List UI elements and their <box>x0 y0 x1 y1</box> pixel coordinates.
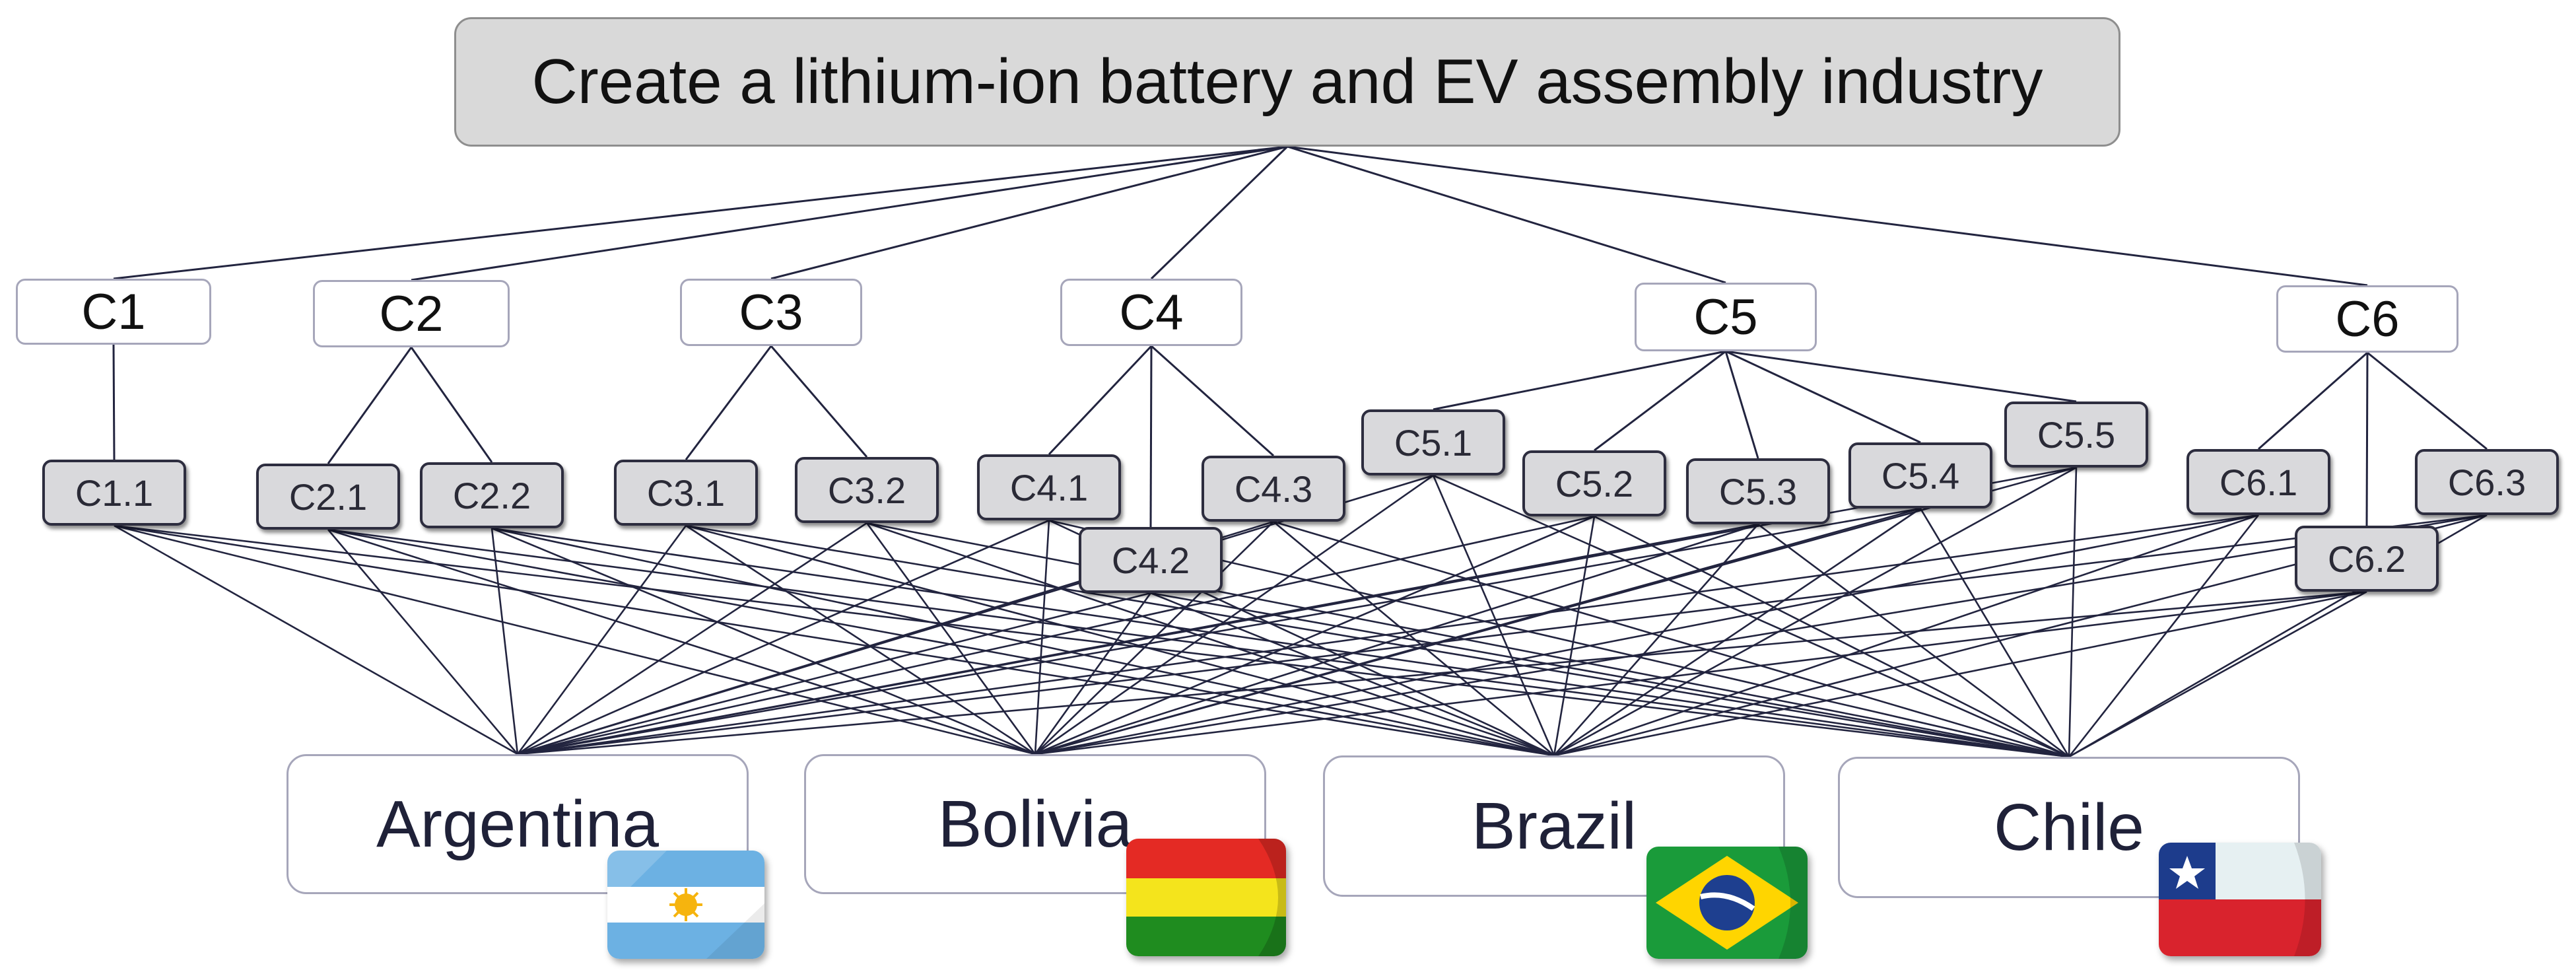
goal-to-c2-line <box>411 145 1288 281</box>
c3-2-to-argentina-line <box>517 522 867 755</box>
c2-1-to-brazil-line <box>327 528 1555 757</box>
subcriterion-c5-3: C5.3 <box>1686 458 1830 524</box>
c1-1-to-chile-line <box>114 524 2070 758</box>
c5-1-to-bolivia-line <box>1034 474 1434 755</box>
c4-1-to-argentina-line <box>517 519 1050 755</box>
c5-1-to-brazil-line <box>1432 475 1555 756</box>
c4-3-to-brazil-line <box>1273 521 1555 756</box>
c4-3-to-chile-line <box>1273 520 2070 758</box>
c5-to-c5-1-line <box>1433 350 1726 411</box>
c5-3-to-brazil-line <box>1553 524 1759 756</box>
goal-to-c3-line <box>770 145 1288 280</box>
argentina-flag-icon <box>607 851 764 959</box>
c2-1-to-bolivia-line <box>327 528 1036 755</box>
c2-to-c2-1-line <box>327 347 413 464</box>
c5-1-to-chile-line <box>1433 474 2070 758</box>
c3-2-to-chile-line <box>866 522 2070 758</box>
c2-1-to-chile-line <box>327 528 2070 758</box>
c5-2-to-chile-line <box>1594 515 2070 758</box>
subcriterion-c4-3: C4.3 <box>1202 456 1345 522</box>
c5-2-to-brazil-line <box>1553 516 1596 756</box>
c6-to-c6-1-line <box>2258 351 2368 450</box>
c5-to-c5-5-line <box>1725 350 2077 403</box>
c2-2-to-brazil-line <box>491 527 1555 757</box>
c5-4-to-brazil-line <box>1553 507 1921 757</box>
c2-2-to-argentina-line <box>491 528 519 755</box>
c5-to-c5-2-line <box>1594 350 1726 452</box>
criterion-c5: C5 <box>1635 283 1817 351</box>
subcriterion-c6-2: C6.2 <box>2295 526 2439 592</box>
c5-to-c5-3-line <box>1724 351 1759 459</box>
c4-2-to-bolivia-line <box>1034 592 1152 755</box>
c3-1-to-bolivia-line <box>685 524 1036 755</box>
subcriterion-c4-1: C4.1 <box>977 454 1121 520</box>
c4-to-c4-1-line <box>1048 345 1153 456</box>
subcriterion-c2-1: C2.1 <box>256 464 400 530</box>
c5-3-to-bolivia-line <box>1034 523 1759 755</box>
c6-3-to-bolivia-line <box>1034 514 2488 755</box>
subcriterion-c4-2: C4.2 <box>1079 527 1223 593</box>
c5-4-to-argentina-line <box>517 507 1921 755</box>
c3-to-c3-2-line <box>770 345 868 458</box>
subcriterion-c3-1: C3.1 <box>614 460 758 526</box>
subcriterion-c5-2: C5.2 <box>1522 450 1666 516</box>
criterion-c1: C1 <box>16 279 211 345</box>
c3-1-to-argentina-line <box>516 525 687 755</box>
c6-to-c6-3-line <box>2367 351 2488 450</box>
c2-2-to-bolivia-line <box>491 527 1036 755</box>
c4-2-to-argentina-line <box>517 592 1151 755</box>
goal-to-c6-line <box>1287 145 2368 287</box>
c5-4-to-chile-line <box>1919 508 2070 757</box>
c6-2-to-brazil-line <box>1553 590 2367 757</box>
c5-2-to-argentina-line <box>517 515 1595 755</box>
c3-1-to-brazil-line <box>685 524 1555 757</box>
goal-to-c5-line <box>1287 145 1726 284</box>
subcriterion-c2-2: C2.2 <box>420 462 564 528</box>
c6-1-to-chile-line <box>2068 514 2260 757</box>
brazil-flag-icon <box>1646 847 1808 959</box>
c1-1-to-bolivia-line <box>114 524 1036 755</box>
c6-2-to-bolivia-line <box>1034 590 2367 755</box>
c5-5-to-brazil-line <box>1553 466 2077 757</box>
subcriterion-c5-4: C5.4 <box>1848 442 1992 508</box>
goal-to-c1-line <box>113 145 1288 280</box>
c3-2-to-brazil-line <box>866 522 1555 757</box>
subcriterion-c5-5: C5.5 <box>2004 402 2148 468</box>
goal-box: Create a lithium-ion battery and EV asse… <box>454 17 2120 147</box>
c5-to-c5-4-line <box>1725 350 1921 444</box>
c5-3-to-chile-line <box>1757 523 2070 758</box>
c4-2-to-brazil-line <box>1150 592 1555 757</box>
criterion-c3: C3 <box>680 279 862 346</box>
c4-to-c4-3-line <box>1150 345 1275 457</box>
c6-1-to-bolivia-line <box>1034 514 2259 755</box>
c5-5-to-bolivia-line <box>1034 466 2077 755</box>
criterion-c6: C6 <box>2276 285 2458 353</box>
c2-2-to-chile-line <box>491 527 2070 758</box>
c3-2-to-bolivia-line <box>865 522 1036 755</box>
criterion-c2: C2 <box>313 280 510 347</box>
subcriterion-c1-1: C1.1 <box>42 460 186 526</box>
subcriterion-c6-3: C6.3 <box>2415 449 2559 515</box>
subcriterion-c6-1: C6.1 <box>2186 449 2330 515</box>
criterion-c4: C4 <box>1060 279 1242 346</box>
c1-1-to-brazil-line <box>114 524 1555 757</box>
chile-flag-icon <box>2159 843 2321 956</box>
c5-5-to-chile-line <box>2068 467 2078 757</box>
c5-2-to-bolivia-line <box>1034 515 1595 755</box>
c6-2-to-argentina-line <box>517 590 2367 755</box>
c2-to-c2-2-line <box>410 347 493 463</box>
c4-1-to-bolivia-line <box>1034 520 1050 755</box>
goal-to-c4-line <box>1150 145 1289 280</box>
c4-2-to-chile-line <box>1150 592 2070 758</box>
c6-2-to-chile-line <box>2068 590 2367 758</box>
subcriterion-c5-1: C5.1 <box>1361 409 1505 475</box>
c1-1-to-argentina-line <box>114 524 518 755</box>
c3-to-c3-1-line <box>685 345 772 460</box>
subcriterion-c3-2: C3.2 <box>795 457 939 523</box>
c3-1-to-chile-line <box>685 524 2070 758</box>
bolivia-flag-icon <box>1126 839 1286 956</box>
c2-1-to-argentina-line <box>327 529 518 755</box>
